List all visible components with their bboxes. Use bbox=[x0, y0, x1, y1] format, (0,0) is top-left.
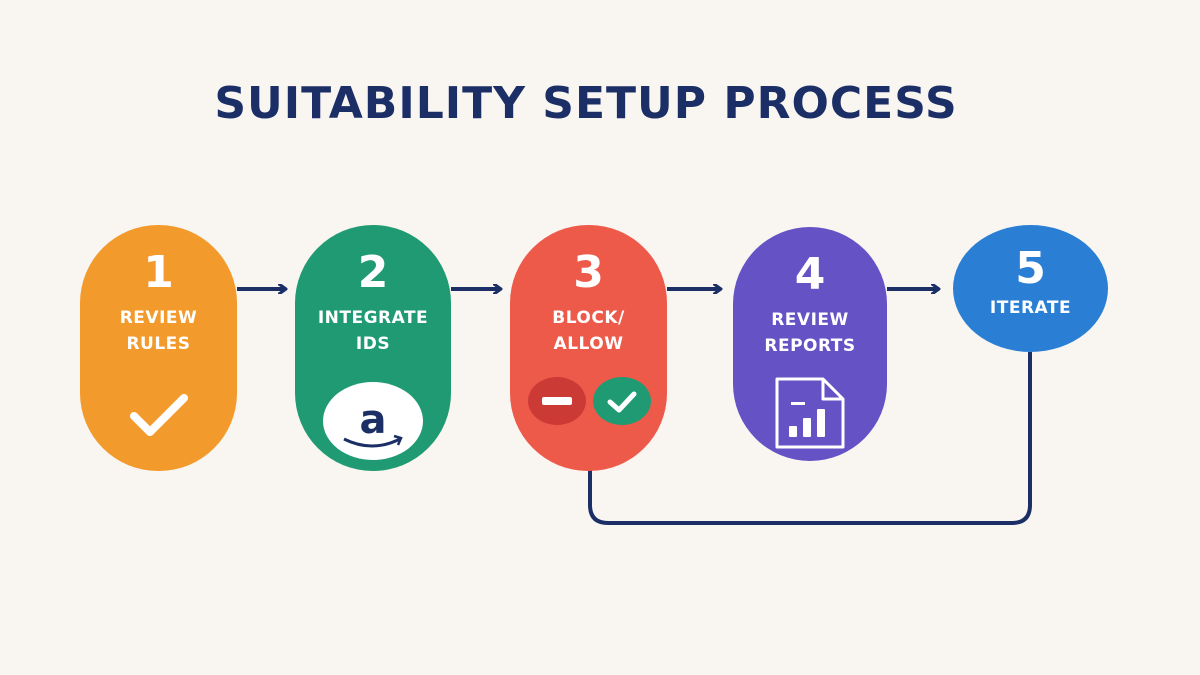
step-number: 5 bbox=[1015, 243, 1046, 294]
step-2-integrate-ids: 2 INTEGRATE IDS a bbox=[295, 225, 451, 471]
page-title: SUITABILITY SETUP PROCESS bbox=[214, 78, 958, 129]
step-label: BLOCK/ ALLOW bbox=[552, 308, 625, 354]
step-label: INTEGRATE IDS bbox=[317, 308, 429, 354]
step-5-iterate: 5 ITERATE bbox=[953, 225, 1108, 352]
step-number: 4 bbox=[794, 249, 826, 300]
step-number: 3 bbox=[573, 247, 604, 298]
step-label: REVIEW REPORTS bbox=[764, 310, 856, 356]
step-number: 2 bbox=[357, 247, 389, 298]
svg-text:a: a bbox=[360, 397, 387, 443]
loop-back-line bbox=[588, 352, 1032, 525]
step-label: ITERATE bbox=[989, 298, 1072, 318]
step-label: REVIEW RULES bbox=[119, 308, 198, 354]
checkmark-icon bbox=[130, 394, 188, 436]
step-1-review-rules: 1 REVIEW RULES bbox=[80, 225, 237, 471]
step-3-block-allow: 3 BLOCK/ ALLOW bbox=[510, 225, 667, 471]
block-allow-icons bbox=[528, 377, 651, 425]
allow-check-icon bbox=[593, 377, 651, 425]
amazon-logo-icon: a bbox=[323, 382, 423, 460]
step-number: 1 bbox=[143, 247, 174, 298]
step-4-review-reports: 4 REVIEW REPORTS bbox=[733, 227, 887, 461]
report-document-icon bbox=[775, 377, 845, 449]
block-minus-icon bbox=[528, 377, 586, 425]
